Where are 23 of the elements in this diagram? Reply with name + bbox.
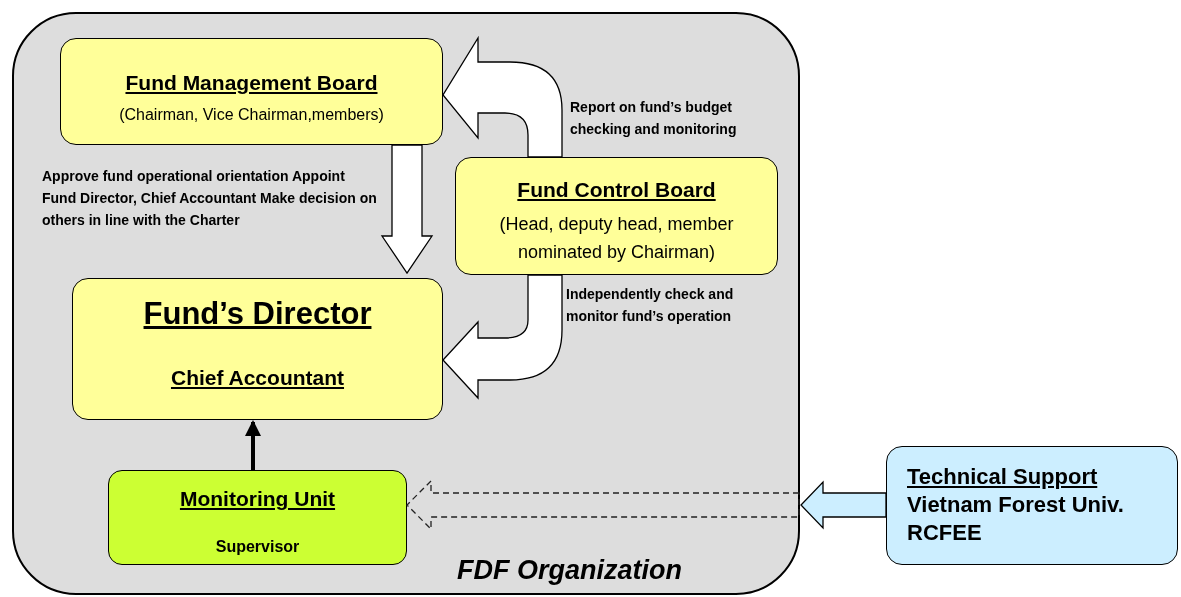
support-box	[886, 446, 1178, 565]
box-subtitle: Chief Accountant	[170, 364, 345, 391]
block-arrow	[442, 274, 563, 399]
block-arrow	[406, 479, 800, 531]
block-arrow	[442, 37, 563, 158]
unit-box	[108, 470, 407, 565]
box-title: Fund’s Director	[143, 295, 372, 333]
box-title: Fund Control Board	[517, 177, 716, 203]
box-title: Technical Support	[907, 463, 1098, 491]
block-arrow	[380, 144, 434, 275]
box-text: Vietnam Forest Univ.	[907, 491, 1124, 519]
arrow	[245, 420, 261, 470]
director-box	[72, 278, 443, 420]
board-box	[60, 38, 443, 145]
box-subtitle: (Chairman, Vice Chairman,members)	[119, 104, 384, 125]
box-title: Monitoring Unit	[179, 486, 336, 512]
box-subtitle: Supervisor	[215, 536, 300, 557]
container-title: FDF Organization	[457, 554, 682, 587]
box-subtitle: (Head, deputy head, member nominated by Chairman)	[498, 212, 735, 264]
box-text: RCFEE	[907, 519, 982, 547]
board-box	[455, 157, 778, 275]
box-title: Fund Management Board	[125, 70, 378, 96]
block-arrow	[800, 480, 887, 530]
